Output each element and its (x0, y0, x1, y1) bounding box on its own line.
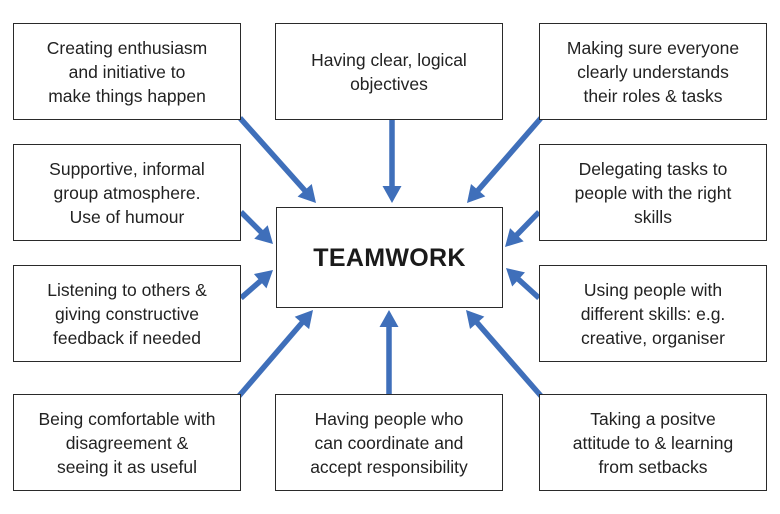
factor-box-mid-left-1: Supportive, informal group atmosphere. U… (13, 144, 241, 241)
arrow-top-center-head (382, 186, 402, 203)
arrow-bottom-right-head (466, 310, 485, 330)
factor-box-top-right: Making sure everyone clearly understands… (539, 23, 767, 120)
factor-box-mid-left-2: Listening to others & giving constructiv… (13, 265, 241, 362)
factor-box-bottom-right: Taking a positve attitude to & learning … (539, 394, 767, 491)
arrow-top-left-head (297, 183, 316, 203)
arrow-mid-right-1-shaft (514, 210, 541, 238)
factor-text-mid-left-1: Supportive, informal group atmosphere. U… (49, 158, 205, 227)
arrow-top-left (237, 116, 316, 203)
arrow-bottom-right (466, 310, 544, 398)
arrow-mid-right-1-head (505, 228, 524, 247)
arrow-mid-left-2-shaft (239, 278, 263, 301)
factor-text-top-left: Creating enthusiasm and initiative to ma… (46, 37, 208, 106)
teamwork-title: TEAMWORK (313, 243, 466, 272)
factor-box-bottom-center: Having people who can coordinate and acc… (275, 394, 503, 491)
arrow-mid-left-2 (239, 270, 273, 301)
arrow-mid-right-2 (506, 268, 541, 301)
factor-text-mid-right-2: Using people with different skills: e.g.… (580, 279, 726, 348)
factor-text-mid-left-2: Listening to others & giving constructiv… (47, 279, 207, 348)
arrow-top-right-head (467, 183, 486, 203)
factor-box-top-left: Creating enthusiasm and initiative to ma… (13, 23, 241, 120)
arrow-mid-left-1-shaft (239, 210, 264, 235)
arrow-mid-left-1 (239, 210, 273, 244)
arrow-top-left-shaft (237, 116, 308, 193)
arrow-bottom-center (379, 310, 399, 394)
factor-box-top-center: Having clear, logical objectives (275, 23, 503, 120)
factor-text-mid-right-1: Delegating tasks to people with the righ… (574, 158, 732, 227)
factor-box-mid-right-2: Using people with different skills: e.g.… (539, 265, 767, 362)
arrow-mid-right-1 (505, 210, 541, 247)
factor-text-top-center: Having clear, logical objectives (311, 49, 467, 94)
arrow-bottom-right-shaft (474, 320, 544, 398)
arrow-top-right-shaft (475, 116, 544, 193)
factor-text-top-right: Making sure everyone clearly understands… (566, 37, 740, 106)
factor-text-bottom-left: Being comfortable with disagreement & se… (38, 408, 216, 477)
arrow-top-center (382, 119, 402, 203)
arrow-mid-left-1-head (254, 225, 273, 244)
factor-box-bottom-left: Being comfortable with disagreement & se… (13, 394, 241, 491)
arrow-mid-right-2-head (506, 268, 525, 287)
factor-text-bottom-center: Having people who can coordinate and acc… (310, 408, 468, 477)
arrow-bottom-center-head (379, 310, 399, 327)
arrow-top-right (467, 116, 544, 203)
arrow-bottom-left-head (294, 310, 313, 330)
arrow-mid-left-2-head (253, 270, 273, 289)
arrow-bottom-left (236, 310, 313, 398)
teamwork-center-box: TEAMWORK (276, 207, 503, 308)
factor-text-bottom-right: Taking a positve attitude to & learning … (572, 408, 734, 477)
factor-box-mid-right-1: Delegating tasks to people with the righ… (539, 144, 767, 241)
arrow-bottom-left-shaft (236, 320, 305, 398)
arrow-mid-right-2-shaft (515, 276, 541, 301)
